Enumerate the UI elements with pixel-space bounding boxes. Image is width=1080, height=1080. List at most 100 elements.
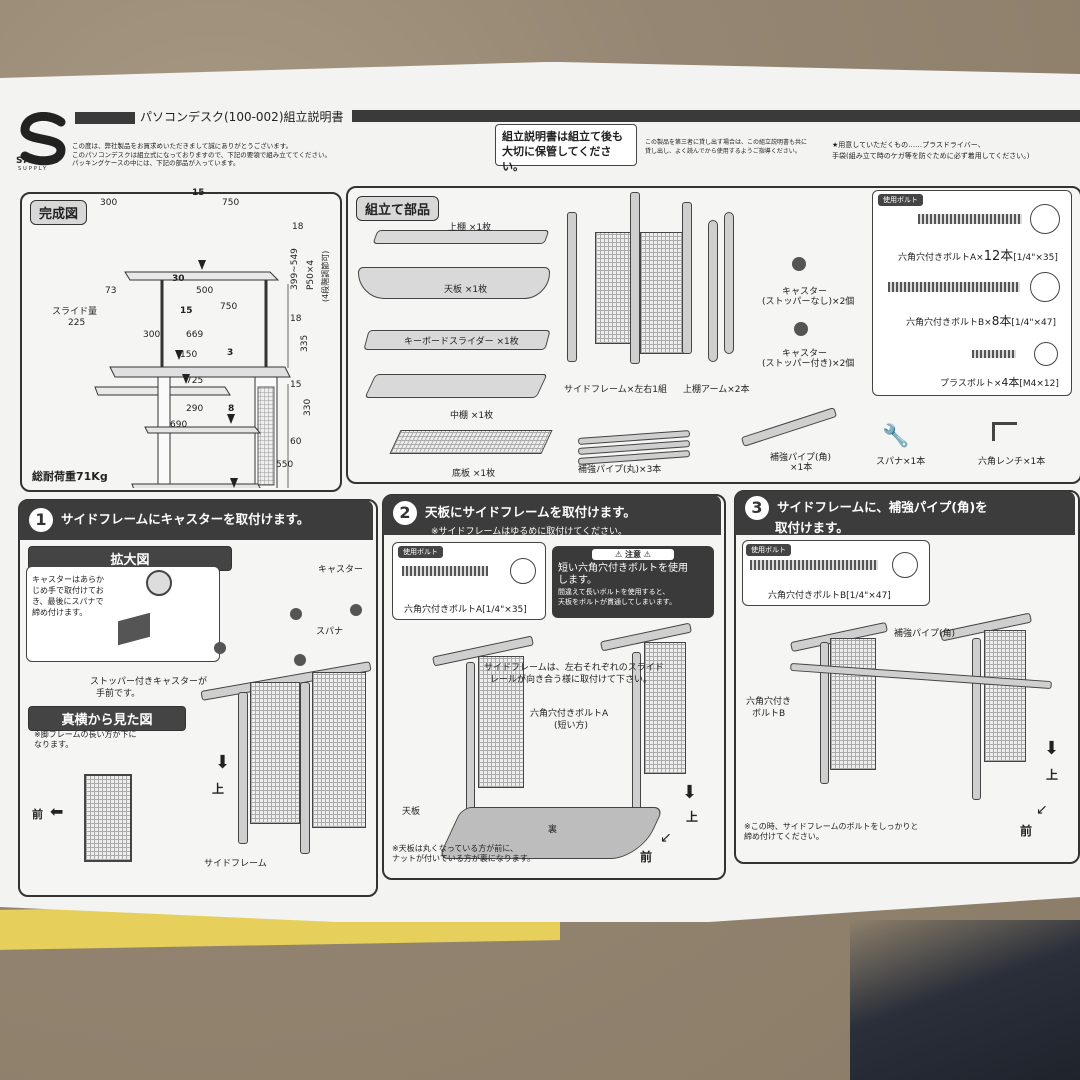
dim-300: 300: [100, 198, 118, 208]
dim-8: 8: [228, 404, 235, 414]
keyboard-label: キーボードスライダー ×1枚: [404, 337, 519, 347]
step2-note: ※天板は丸くなっている方が前に、 ナットが付いている方が裏になります。: [392, 844, 535, 864]
step2-front-label: 前: [640, 850, 653, 864]
step3-title-1: サイドフレームに、補強パイプ(角)を: [777, 499, 988, 515]
center-note-2: 貸し出し、よく読んでから使用するようご指導ください。: [645, 148, 801, 155]
side-frame-post-a: [567, 212, 577, 362]
step2-bolt-head-icon: [510, 558, 536, 584]
dim-15b: 15: [180, 306, 193, 316]
step3-up-arrow-icon: ⬇: [1044, 738, 1060, 759]
rail-note-2: レールが向き合う様に取付けて下さい。: [490, 675, 653, 685]
step2-title: 天板にサイドフレームを取付けます。: [425, 504, 636, 520]
step2-bolt-label-1: 六角穴付きボルトA: [530, 709, 609, 719]
zoom-text-1: キャスターはあらか: [32, 575, 104, 584]
dim-690: 690: [170, 420, 188, 430]
caster-yes-label: キャスター: [782, 349, 828, 359]
step1-mesh-a: [250, 682, 300, 824]
side-frame-post-c: [682, 202, 692, 354]
step3-bolt-badge: 使用ボルト: [746, 544, 791, 556]
dim-750: 750: [222, 198, 240, 208]
caster-yes-label-2: (ストッパー付き)×2個: [762, 359, 855, 369]
instruction-sheet: SANWA SUPPLY パソコンデスク(100-002)組立説明書 この度は、…: [0, 62, 1080, 922]
front-arrow-icon: ⬅: [50, 802, 64, 821]
step2-post-a: [466, 662, 475, 814]
bolt-b-qty: 8本: [991, 314, 1012, 328]
caster-icon-a: [290, 608, 302, 620]
side-view-note: ※脚フレームの長い方が下に なります。: [34, 730, 136, 750]
header-bar-right: [352, 110, 1080, 122]
spanner-icon: 🔧: [882, 424, 910, 449]
intro-text: この度は、弊社製品をお買求めいただきまして誠にありがとうございます。 このパソコ…: [72, 142, 331, 168]
step1-post-b: [300, 682, 310, 854]
dim-73: 73: [105, 286, 117, 296]
bolts-badge: 使用ボルト: [878, 194, 923, 206]
bolt-a-head-icon: [1030, 204, 1060, 234]
intro-line-1: この度は、弊社製品をお買求めいただきまして誠にありがとうございます。: [72, 142, 293, 150]
upper-arm-part-b: [724, 212, 734, 354]
side-note-1: ※脚フレームの長い方が下に: [34, 730, 137, 739]
caution-line-3: 間違えて長いボルトを使用すると、: [558, 588, 670, 596]
step2-top-board-label: 天板: [402, 807, 421, 817]
plus-bolt-size: [M4×12]: [1019, 379, 1059, 389]
side-note-2: なります。: [34, 740, 74, 749]
step2-bolt-label-2: (短い方): [554, 721, 589, 731]
page-title: パソコンデスク(100-002)組立説明書: [140, 110, 344, 124]
step3-front-arrow-icon: ↙: [1036, 802, 1048, 818]
step3-number: 3: [745, 496, 769, 520]
dim-p50: P50×4: [306, 259, 316, 290]
zoom-text-2: じめ手で取付けてお: [32, 586, 104, 595]
step2-note-1: ※天板は丸くなっている方が前に、: [392, 844, 519, 853]
upper-arm-part-a: [708, 220, 718, 362]
zoom-caster-icon: [146, 570, 172, 596]
dim-15: 15: [192, 188, 205, 198]
dim-750b: 750: [220, 302, 238, 312]
dim-adjust: (4段階調節可): [321, 250, 330, 302]
bottom-shelf-part: [389, 430, 553, 454]
bolt-b-icon: [888, 282, 1020, 292]
sanwa-logo: [17, 111, 69, 182]
caution-head: ⚠ 注意 ⚠: [592, 549, 674, 560]
step3-note-2: 締め付けてください。: [744, 832, 824, 841]
hex-wrench-label: 六角レンチ×1本: [978, 457, 1046, 467]
step1-up-label: 上: [212, 782, 225, 796]
step1-post-a: [238, 692, 248, 844]
dim-399-549: 399~549: [290, 248, 300, 290]
mid-shelf-label: 中棚 ×1枚: [450, 411, 494, 421]
bolt-a-label: 六角穴付きボルトA×: [898, 253, 984, 263]
dim-3: 3: [227, 348, 234, 358]
step2-bolt-label: 六角穴付きボルトA[1/4"×35]: [404, 605, 527, 615]
dim-15c: 15: [290, 380, 302, 390]
total-load: 総耐荷重71Kg: [32, 470, 108, 483]
caution-sub: 間違えて長いボルトを使用すると、 天板をボルトが貫通してしまいます。: [552, 587, 714, 607]
step3-post-b: [972, 638, 981, 800]
dim-30: 30: [172, 274, 185, 284]
step3-pipe-label: 補強パイプ(角): [894, 629, 956, 639]
caster-icon-c: [214, 642, 226, 654]
step1-caster-label: キャスター: [318, 565, 364, 575]
step3-bolt-label: 六角穴付きボルトB[1/4"×47]: [768, 591, 891, 601]
dim-225: 225: [68, 318, 86, 328]
dim-290: 290: [186, 404, 204, 414]
zoom-text-4: 締め付けます。: [32, 608, 88, 617]
caution-line-1: 短い六角穴付きボルトを使用: [558, 563, 688, 574]
zoom-text-3: き、最後にスパナで: [32, 597, 104, 606]
intro-line-2: このパソコンデスクは組立式になっておりますので、下記の要領で組み立ててください。: [72, 150, 332, 159]
step2-front-arrow-icon: ↙: [660, 830, 672, 846]
plus-bolt-head-icon: [1034, 342, 1058, 366]
tools-note-1: ★用意していただくもの……プラスドライバー、: [832, 141, 985, 149]
caster-no-label: キャスター: [782, 287, 828, 297]
brand-sub: SUPPLY: [18, 166, 49, 172]
step2-mesh-b: [644, 642, 686, 774]
step3-bolt-head-icon: [892, 552, 918, 578]
dim-725: 725: [186, 376, 204, 386]
dim-300b: 300: [143, 330, 161, 340]
step2-note-2: ナットが付いている方が裏になります。: [392, 854, 535, 863]
step3-bolt-icon: [750, 560, 878, 570]
bolt-a-label-row: 六角穴付きボルトA×12本[1/4"×35]: [898, 245, 1058, 264]
slide-label: スライド量: [52, 307, 98, 317]
spanner-label: スパナ×1本: [876, 457, 926, 467]
round-pipe-label: 補強パイプ(丸)×3本: [578, 465, 662, 475]
dim-335: 335: [300, 334, 310, 352]
stopper-note-1: ストッパー付きキャスターが: [90, 677, 208, 687]
